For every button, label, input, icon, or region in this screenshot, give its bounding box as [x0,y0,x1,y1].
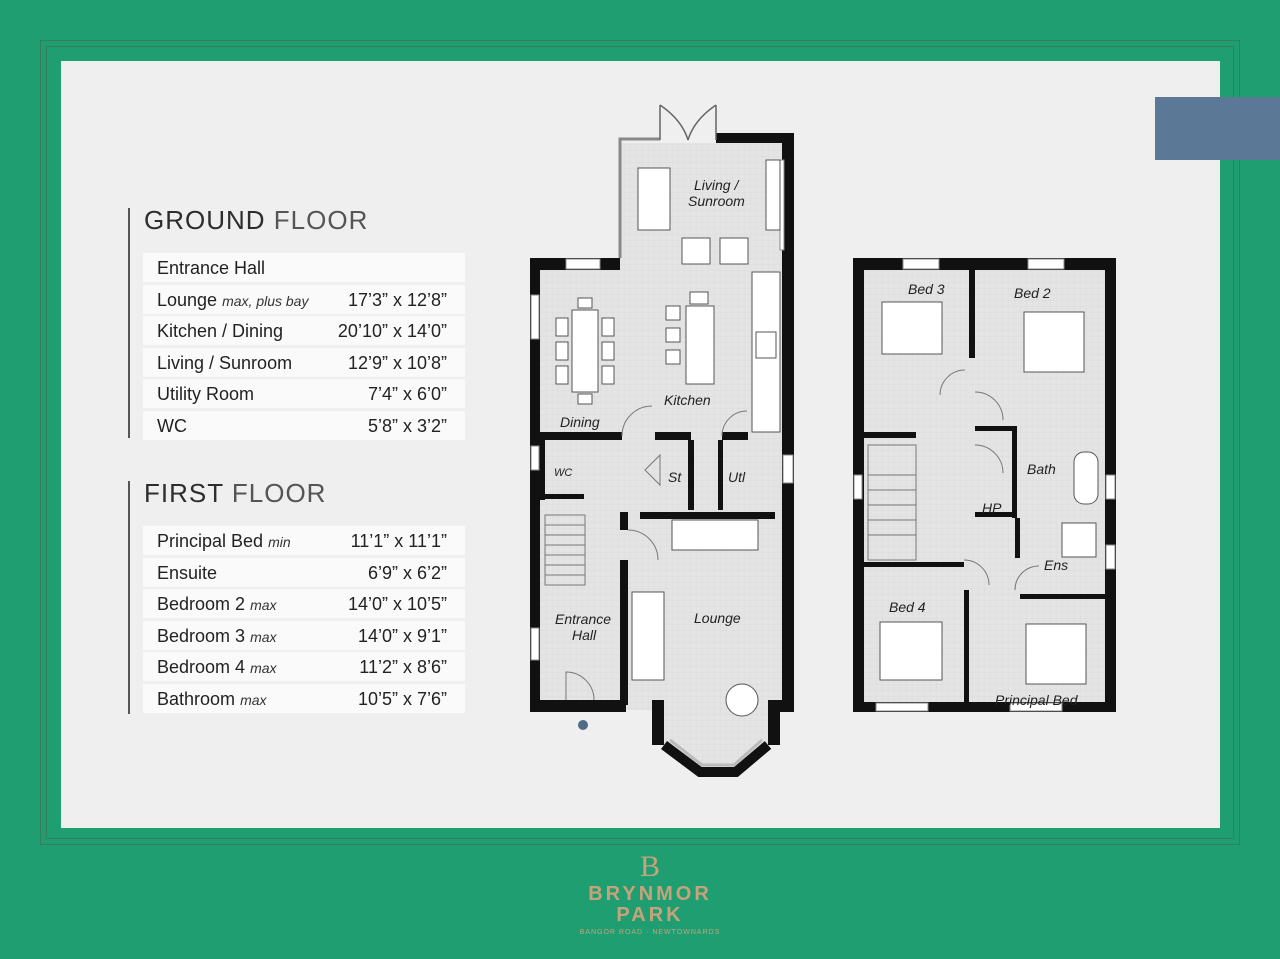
brand-name-line2: PARK [616,904,684,926]
label-ens: Ens [1044,557,1068,573]
brand-address: BANGOR ROAD · NEWTOWNARDS [579,929,721,936]
bay-window-glazing [669,738,763,767]
first-floor-bar [128,481,130,714]
label-hall: Hall [572,627,597,643]
room-row: Utility Room 7’4” x 6’0” [143,379,465,409]
label-principal-bed: Principal Bed [995,692,1079,708]
ground-floor-plan: Living / Sunroom Dining Kitchen WC St Ut… [530,104,794,777]
room-row: WC 5’8” x 3’2” [143,410,465,440]
label-hp: HP [982,500,1002,516]
label-wc: WC [554,467,572,479]
label-utl: Utl [728,469,746,485]
brand-monogram: B [639,850,660,883]
ground-windows [530,159,794,661]
first-stairs [867,444,917,561]
entrance-marker [578,720,588,730]
first-floor-title: FIRST FLOOR [144,478,327,508]
bay-window-wall [661,741,772,777]
label-bath: Bath [1027,461,1056,477]
room-row: Living / Sunroom 12’9” x 10’8” [143,347,465,377]
dining-table [555,297,615,405]
outer-frame-line [40,40,1240,845]
label-kitchen: Kitchen [664,392,711,408]
ground-floor-area [540,143,782,772]
label-entrance: Entrance [555,611,611,627]
room-row: Entrance Hall [143,253,465,282]
label-bed3: Bed 3 [908,281,945,297]
first-door-swings [939,369,1040,591]
french-doors [659,104,717,141]
label-bed2: Bed 2 [1014,285,1051,301]
label-dining: Dining [560,414,600,430]
blue-tab [1155,97,1280,160]
label-bed4: Bed 4 [889,599,926,615]
room-row: Kitchen / Dining 20’10” x 14’0” [143,316,465,346]
lounge-sofas [631,519,759,717]
ground-stairs [544,514,586,586]
label-lounge: Lounge [694,610,741,626]
kitchen-island [665,271,781,433]
room-row: Ensuite 6’9” x 6’2” [143,557,465,587]
ground-door-swings [565,405,748,701]
ground-floor-bar [128,208,130,438]
first-floor-plan: Bed 3 Bed 2 Bath HP Ens Bed 4 Principal … [853,258,1116,712]
inner-frame-line [46,46,1234,839]
sunroom-furniture [637,159,781,265]
label-living: Living / [694,177,740,193]
label-st: St [668,469,682,485]
ground-floor-title: GROUND FLOOR [144,205,369,235]
brand-logo: B BRYNMOR PARK BANGOR ROAD · NEWTOWNARDS [560,850,740,950]
sunroom-glazing [618,137,660,258]
label-sunroom: Sunroom [688,193,745,209]
first-beds [879,301,1099,685]
first-windows [853,258,1116,712]
brand-name-line1: BRYNMOR [588,883,712,905]
